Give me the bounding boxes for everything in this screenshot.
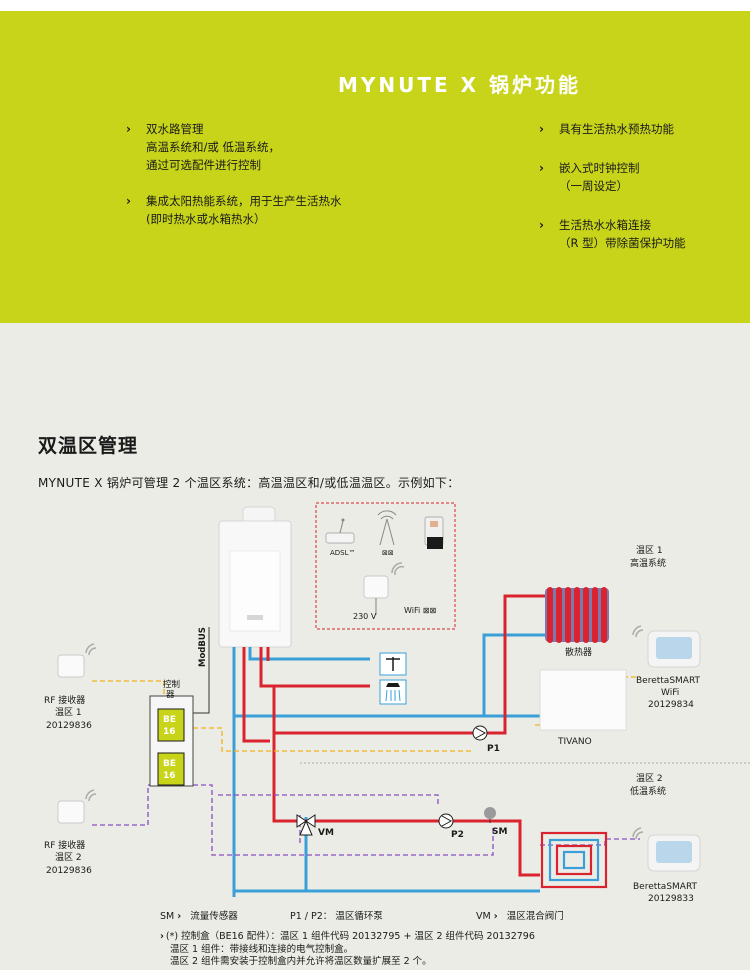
chevron-right-icon: › [126,194,131,208]
rf1-label: RF 接收器 [44,694,85,706]
footnote-2: 温区 1 组件：带接线和连接的电气控制盒。 [170,944,354,955]
chevron-right-icon: › [539,122,544,136]
controller-label-2: 器 [166,690,175,700]
wifi-label: WiFi ⊠⊠ [404,606,436,615]
smart-code: 20129833 [648,894,694,904]
phone-icon [424,516,444,549]
antenna-icon [377,510,397,546]
chevron-right-icon: › [160,931,164,942]
section-subtitle: MYNUTE X 锅炉可管理 2 个温区系统：高温温区和/或低温温区。示例如下： [38,476,460,490]
adsl-label: ADSL™ [330,549,356,557]
legend-sm: SM › 流量传感器 [160,911,238,922]
feature-banner: MYNUTE X 锅炉功能 › 双水路管理 高温系统和/或 低温系统， 通过可选… [0,11,750,323]
smart-wifi-name: BerettaSMART [636,676,701,686]
rf2-zone: 温区 2 [55,852,82,863]
rf2-code: 20129836 [46,866,92,876]
chevron-right-icon: › [539,218,544,232]
be16-module-1 [157,708,185,742]
voltage-label: 230 V [353,612,377,621]
thermostat-icon [632,827,701,872]
legend-vm: VM › 温区混合阀门 [476,911,564,922]
top-strip [0,0,750,11]
flow-sensor-icon [484,807,496,823]
radiator-label: 散热器 [565,646,592,658]
smart-name: BerettaSMART [633,882,698,892]
vm-label: VM [318,828,334,838]
chevron-right-icon: › [539,161,544,175]
tap-icon [379,652,407,676]
tivano-label: TIVANO [557,737,592,747]
feature-tank: › 生活热水水箱连接 （R 型）带除菌保护功能 [539,218,686,250]
router-icon [325,518,355,544]
footnote-1: ›(*) 控制盒（BE16 配件）：温区 1 组件代码 20132795 + 温… [160,931,535,942]
pump-p1-icon [472,725,488,741]
feature-solar: › 集成太阳热能系统，用于生产生活热水 (即时热水或水箱热水） [126,194,342,226]
zone1-label: 温区 1 [636,545,663,556]
dual-zone-diagram: ADSL™ ⊠⊠ 230 V WiFi ⊠⊠ ModBUS [44,502,750,904]
be16-label-1b: 16 [163,727,176,737]
chevron-right-icon: › [177,911,182,922]
pump-p2-icon [438,813,454,829]
shower-icon [379,679,407,705]
banner-title: MYNUTE X 锅炉功能 [338,73,582,97]
smart-wifi-suffix: WiFi [661,688,679,698]
section-title: 双温区管理 [38,435,139,457]
p1-label: P1 [487,744,500,754]
footnote-3: 温区 2 组件需安装于控制盒内并允许将温区数量扩展至 2 个。 [170,956,432,967]
wifi-kit-box [315,502,456,630]
modbus-label: ModBUS [198,627,208,667]
rf-receiver-1 [57,643,97,678]
be16-label-2b: 16 [163,771,176,781]
be16-label-1a: BE [163,715,176,725]
smart-wifi-code: 20129834 [648,700,694,710]
antenna-label: ⊠⊠ [382,549,394,557]
underfloor-coil [540,831,608,889]
rf2-label: RF 接收器 [44,839,85,851]
p2-label: P2 [451,830,464,840]
hot-pipes [242,594,545,877]
cold-pipes [232,633,545,897]
be16-module-2 [157,752,185,786]
feature-preheat: › 具有生活热水预热功能 [539,122,674,136]
thermostat-wifi-icon [632,625,701,668]
feature-dual-circuit: › 双水路管理 高温系统和/或 低温系统， 通过可选配件进行控制 [126,122,281,172]
chevron-right-icon: › [493,911,498,922]
sm-label: SM [492,827,507,837]
wifi-module-icon [363,562,405,615]
be16-label-2a: BE [163,759,176,769]
rf1-zone: 温区 1 [55,707,82,718]
zone2-type: 低温系统 [630,785,666,797]
zone1-type: 高温系统 [630,557,666,569]
controller-label-1: 控制 [163,679,180,690]
legend-pump: P1 / P2： 温区循环泵 [290,911,383,922]
zone2-label: 温区 2 [636,773,663,784]
rf1-code: 20129836 [46,721,92,731]
boiler [218,506,292,648]
modbus-cable [191,627,210,714]
feature-clock: › 嵌入式时钟控制 （一周设定） [539,161,640,193]
chevron-right-icon: › [126,122,131,136]
radiator [545,587,609,643]
tivano-unit [539,669,627,731]
mixing-valve-icon [296,814,316,836]
rf-receiver-2 [57,789,97,824]
